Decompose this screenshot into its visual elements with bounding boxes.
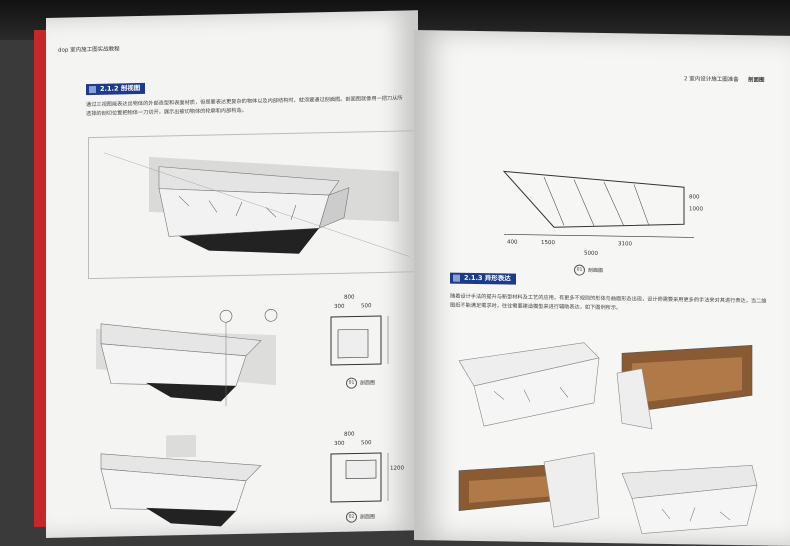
dim-300-2: 300: [334, 440, 345, 447]
right-paragraph: 随着设计手法的提升与新型材料及工艺的应用，有更多不规则的形体与曲面形态出现，设计…: [450, 293, 767, 312]
section-caption-label: 剖面图: [588, 267, 604, 274]
left-header: dop 室内施工图实战教程: [58, 46, 120, 54]
dim-5000: 5000: [584, 250, 598, 257]
counter-photo-2: [616, 344, 753, 430]
dim-400: 400: [507, 239, 518, 246]
dim-1200: 1200: [390, 465, 404, 472]
right-header: 2 室内设计施工图准备: [684, 76, 739, 84]
section-heading-right: 2.1.3 异形表达: [450, 272, 516, 285]
section-caption: 01 剖面图: [574, 264, 604, 276]
left-page: dop 室内施工图实战教程 2.1.2 剖视图 通过三视图能表达出物体的外部造型…: [46, 10, 420, 539]
counter-photo-1: [458, 342, 600, 427]
dim-800-1: 800: [344, 294, 355, 301]
dim-800-right: 800: [689, 194, 700, 201]
counter-section-drawing: [502, 170, 694, 238]
dim-800-2: 800: [344, 431, 355, 438]
dim-300-1: 300: [334, 303, 345, 310]
counter-render-middle: [96, 308, 278, 407]
counter-render-top: [103, 152, 410, 257]
section-caption-num: 01: [574, 264, 585, 276]
counter-render-bottom: [100, 434, 262, 527]
render-box-top: [88, 130, 420, 280]
caption-2-num: 02: [346, 511, 357, 523]
caption-2: 02 剖面图: [346, 511, 375, 523]
dim-1000-right: 1000: [689, 206, 703, 213]
right-page: 2 室内设计施工图准备 剖面图 400 1500 3100 5000 800 1…: [414, 30, 790, 546]
caption-1-label: 剖面图: [360, 380, 376, 387]
caption-2-label: 剖面图: [360, 514, 376, 521]
dim-500-2: 500: [361, 440, 372, 447]
section-drawing-2: [330, 452, 389, 503]
dim-1500: 1500: [541, 239, 555, 247]
section-drawing-1: [330, 315, 389, 366]
section-heading-left: 2.1.2 剖视图: [86, 82, 146, 96]
right-header-tag: 剖面图: [748, 77, 765, 84]
caption-1: 01 剖面图: [346, 377, 375, 389]
dim-3100: 3100: [618, 241, 632, 248]
caption-1-num: 01: [346, 377, 357, 389]
left-paragraph: 通过三视图能表达出物体的外部造型和表面材质，但是要表达更复杂的物体以及内部结构时…: [86, 95, 403, 118]
counter-photo-4: [621, 464, 758, 534]
dim-500-1: 500: [361, 303, 372, 310]
counter-photo-3: [458, 452, 600, 528]
